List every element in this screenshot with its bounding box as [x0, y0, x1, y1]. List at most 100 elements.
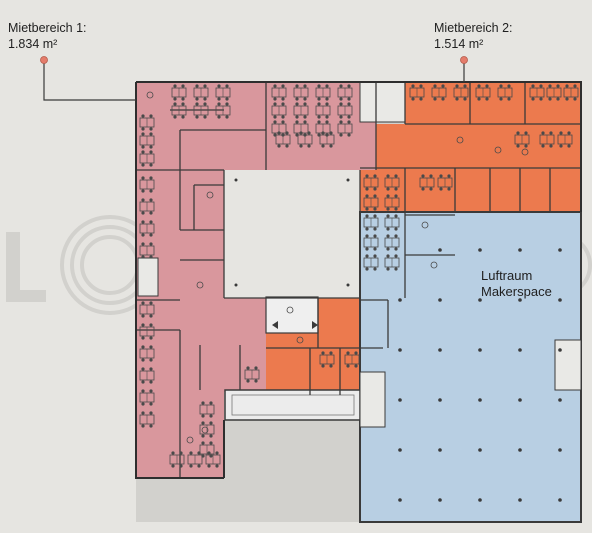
- chair: [339, 84, 343, 88]
- chair: [439, 174, 443, 178]
- chair: [541, 144, 545, 148]
- chair: [149, 336, 153, 340]
- chair: [524, 144, 528, 148]
- chair: [419, 84, 423, 88]
- chair: [386, 267, 390, 271]
- chair: [149, 163, 153, 167]
- chair: [373, 247, 377, 251]
- chair: [347, 133, 351, 137]
- chair: [541, 131, 545, 135]
- chair: [346, 364, 350, 368]
- chair: [548, 97, 552, 101]
- chair: [149, 367, 153, 371]
- column: [558, 498, 562, 502]
- lounge-0: [146, 91, 154, 99]
- chair: [225, 102, 229, 106]
- chair: [295, 97, 299, 101]
- chair: [477, 97, 481, 101]
- chair: [339, 120, 343, 124]
- zone-1-title: Mietbereich 1:: [8, 21, 87, 35]
- chair: [141, 314, 145, 318]
- chair: [179, 451, 183, 455]
- chair: [201, 454, 205, 458]
- chair: [441, 97, 445, 101]
- chair: [141, 145, 145, 149]
- chair: [373, 207, 377, 211]
- chair: [281, 97, 285, 101]
- chair: [149, 345, 153, 349]
- zone-2-area: [265, 82, 581, 395]
- chair: [273, 120, 277, 124]
- chair: [354, 351, 358, 355]
- chair: [217, 115, 221, 119]
- chair: [567, 144, 571, 148]
- chair: [149, 176, 153, 180]
- chair: [485, 84, 489, 88]
- chair: [386, 247, 390, 251]
- chair: [548, 84, 552, 88]
- chair: [195, 84, 199, 88]
- chair: [373, 174, 377, 178]
- court-col-0: [234, 178, 238, 182]
- chair: [485, 97, 489, 101]
- chair: [141, 402, 145, 406]
- chair: [149, 114, 153, 118]
- column: [398, 498, 402, 502]
- chair: [325, 102, 329, 106]
- chair: [149, 424, 153, 428]
- chair: [181, 115, 185, 119]
- column: [398, 398, 402, 402]
- chair: [321, 364, 325, 368]
- chair: [439, 187, 443, 191]
- lounge-4: [296, 336, 304, 344]
- chair: [141, 198, 145, 202]
- chair: [317, 120, 321, 124]
- zone-2-marker: [460, 56, 468, 64]
- chair: [573, 84, 577, 88]
- chair: [149, 314, 153, 318]
- chair: [329, 144, 333, 148]
- chair: [394, 194, 398, 198]
- chair: [303, 102, 307, 106]
- chair: [559, 131, 563, 135]
- chair: [203, 84, 207, 88]
- chair: [141, 336, 145, 340]
- chair: [141, 301, 145, 305]
- chair: [246, 366, 250, 370]
- chair: [217, 102, 221, 106]
- chair: [173, 102, 177, 106]
- column: [558, 348, 562, 352]
- court-col-3: [346, 283, 350, 287]
- chair: [317, 97, 321, 101]
- chair: [373, 187, 377, 191]
- chair: [507, 84, 511, 88]
- chair: [549, 144, 553, 148]
- chair: [394, 267, 398, 271]
- chair: [303, 84, 307, 88]
- chair: [141, 150, 145, 154]
- chair: [149, 150, 153, 154]
- column: [478, 248, 482, 252]
- chair: [373, 214, 377, 218]
- column: [518, 298, 522, 302]
- column: [558, 398, 562, 402]
- chair: [141, 345, 145, 349]
- chair: [346, 351, 350, 355]
- chair: [149, 242, 153, 246]
- chair: [325, 120, 329, 124]
- chair: [273, 102, 277, 106]
- chair: [394, 187, 398, 191]
- chair: [181, 84, 185, 88]
- chair: [539, 84, 543, 88]
- lounge-5: [421, 221, 429, 229]
- chair: [516, 131, 520, 135]
- chair: [149, 411, 153, 415]
- chair: [317, 115, 321, 119]
- chair: [141, 211, 145, 215]
- chair: [141, 233, 145, 237]
- chair: [433, 97, 437, 101]
- stair-cores: [137, 81, 582, 428]
- chair: [365, 194, 369, 198]
- chair: [207, 464, 211, 468]
- chair: [246, 379, 250, 383]
